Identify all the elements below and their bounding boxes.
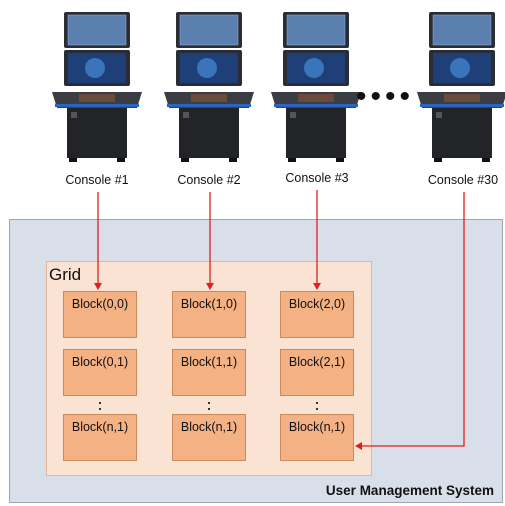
vertical-ellipsis: ... bbox=[314, 388, 320, 420]
block-1-n: Block(n,1) bbox=[172, 414, 246, 461]
console-icon bbox=[417, 12, 505, 162]
block-label: Block(1,0) bbox=[180, 297, 238, 311]
console-icon bbox=[52, 12, 142, 162]
block-0-1: Block(0,1) bbox=[63, 349, 137, 396]
grid-label: Grid bbox=[49, 265, 82, 284]
console-icon bbox=[164, 12, 254, 162]
block-label: Block(1,1) bbox=[180, 355, 238, 369]
block-1-1: Block(1,1) bbox=[172, 349, 246, 396]
block-label: Block(n,1) bbox=[71, 420, 129, 434]
vertical-ellipsis: ... bbox=[97, 388, 103, 420]
console-label-2: Console #2 bbox=[177, 173, 241, 187]
console-icon bbox=[271, 12, 361, 162]
block-label: Block(2,0) bbox=[288, 297, 346, 311]
user-management-system-label: User Management System bbox=[325, 483, 494, 498]
console-label-30: Console #30 bbox=[427, 173, 499, 187]
vertical-ellipsis: ... bbox=[206, 388, 212, 420]
console-label-3: Console #3 bbox=[285, 171, 349, 185]
block-label: Block(2,1) bbox=[288, 355, 346, 369]
more-consoles-ellipsis: •••• bbox=[356, 80, 415, 113]
block-2-1: Block(2,1) bbox=[280, 349, 354, 396]
grid-box: Grid Block(0,0) Block(0,1) ... Block(n,1… bbox=[46, 261, 372, 476]
block-label: Block(0,1) bbox=[71, 355, 129, 369]
block-2-n: Block(n,1) bbox=[280, 414, 354, 461]
block-label: Block(n,1) bbox=[288, 420, 346, 434]
block-label: Block(0,0) bbox=[71, 297, 129, 311]
block-2-0: Block(2,0) bbox=[280, 291, 354, 338]
block-0-0: Block(0,0) bbox=[63, 291, 137, 338]
arrow-console-30 bbox=[355, 192, 465, 450]
console-label-1: Console #1 bbox=[65, 173, 129, 187]
block-1-0: Block(1,0) bbox=[172, 291, 246, 338]
block-label: Block(n,1) bbox=[180, 420, 238, 434]
block-0-n: Block(n,1) bbox=[63, 414, 137, 461]
